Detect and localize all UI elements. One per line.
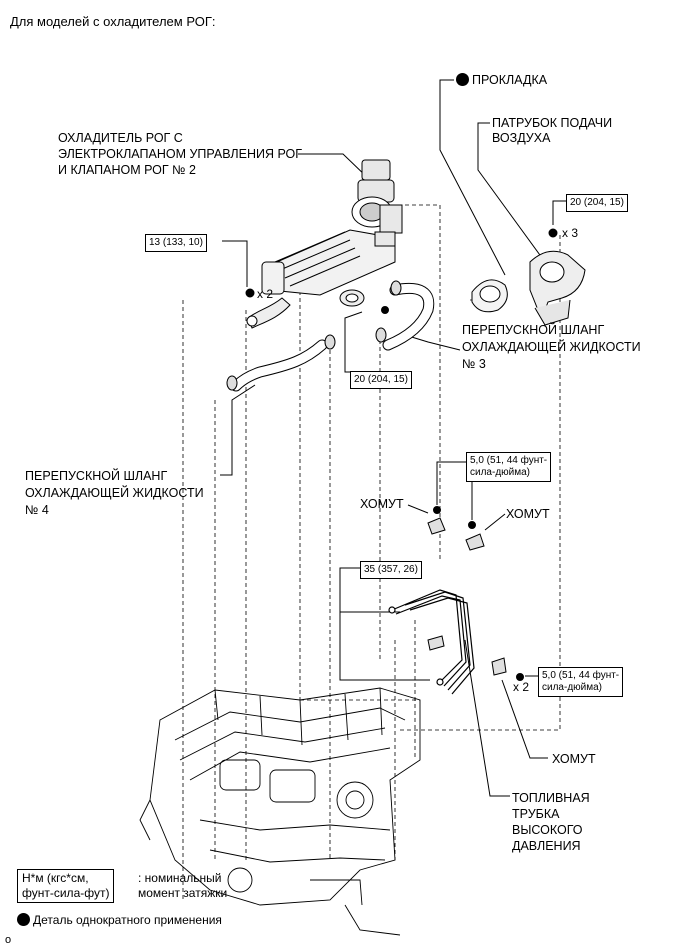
- leader-t50-top: [436, 461, 473, 520]
- hose-clamps: [226, 280, 402, 391]
- torque-5-top-line1: 5,0 (51, 44 фунт-: [470, 455, 548, 466]
- legend-desc-1: : номинальный: [138, 871, 222, 885]
- hose3-label-3: № 3: [462, 357, 486, 371]
- legend-unit-line1: Н*м (кгс*см,: [22, 871, 89, 885]
- clamp-left-label: ХОМУТ: [360, 497, 404, 511]
- torque-5-right-line1: 5,0 (51, 44 фунт-: [542, 670, 620, 681]
- leader-t20-top: [552, 200, 567, 225]
- egr-cooler: [261, 229, 396, 296]
- leader-cooler: [298, 153, 371, 181]
- torque-35: 35 (357, 26): [360, 561, 422, 579]
- clamp-right-label: ХОМУТ: [506, 507, 550, 521]
- legend-single-use-text: Деталь однократного применения: [33, 913, 222, 927]
- fuel-label-4: ДАВЛЕНИЯ: [512, 839, 581, 853]
- leader-clamp-bottom: [501, 679, 548, 759]
- torque-5-top-line2: сила-дюйма): [470, 467, 530, 478]
- gasket-label-text: ПРОКЛАДКА: [472, 73, 548, 87]
- torque-5-right: 5,0 (51, 44 фунт- сила-дюйма): [538, 667, 624, 697]
- legend-unit-line2: фунт-сила-фут): [22, 886, 110, 900]
- clamp-bottom-label: ХОМУТ: [552, 752, 596, 766]
- fuel-label-3: ВЫСОКОГО: [512, 823, 583, 837]
- single-use-dot-icon: [456, 73, 469, 86]
- egr-cooler-outlet: [246, 297, 291, 329]
- cooler-label-3: И КЛАПАНОМ РОГ № 2: [58, 163, 196, 177]
- leader-intake: [477, 122, 546, 263]
- bolts: [245, 228, 558, 681]
- leader-hose4: [220, 384, 256, 476]
- cooler-label-1: ОХЛАДИТЕЛЬ РОГ С: [58, 131, 183, 145]
- legend-single-use: Деталь однократного применения: [17, 913, 222, 928]
- fuel-clamps: [427, 517, 507, 676]
- leader-t35: [339, 567, 430, 681]
- hose4-label-2: ОХЛАЖДАЮЩЕЙ ЖИДКОСТИ: [25, 486, 204, 500]
- cooler-flange: [339, 289, 365, 307]
- engine-block: [139, 687, 421, 936]
- hose3-label-1: ПЕРЕПУСКНОЙ ШЛАНГ: [462, 323, 605, 337]
- bolt-count-x2-left: x 2: [257, 287, 274, 301]
- leader-t13: [222, 240, 248, 287]
- single-use-dot-icon: [17, 913, 30, 926]
- gasket: [471, 279, 508, 313]
- leader-clamp-right: [484, 513, 506, 531]
- intake-label-1: ПАТРУБОК ПОДАЧИ: [492, 116, 613, 130]
- egr-valve: [351, 159, 403, 247]
- bolt-count-x3: x 3: [562, 226, 579, 240]
- intake-label-2: ВОЗДУХА: [492, 131, 551, 145]
- footer-mark: o: [5, 934, 12, 946]
- torque-13: 13 (133, 10): [145, 234, 207, 252]
- legend-desc-2: момент затяжки: [138, 886, 228, 900]
- fuel-pipes: [388, 589, 475, 695]
- page-header: Для моделей с охладителем РОГ:: [10, 14, 216, 29]
- fuel-label-1: ТОПЛИВНАЯ: [512, 791, 590, 805]
- legend-unit-box: Н*м (кгс*см, фунт-сила-фут): [17, 869, 115, 903]
- cooler-label-2: ЭЛЕКТРОКЛАПАНОМ УПРАВЛЕНИЯ РОГ: [58, 147, 303, 161]
- fuel-label-2: ТРУБКА: [512, 807, 560, 821]
- bolt-count-x2-right: x 2: [513, 680, 530, 694]
- torque-5-top: 5,0 (51, 44 фунт- сила-дюйма): [466, 452, 552, 482]
- hose4-label-1: ПЕРЕПУСКНОЙ ШЛАНГ: [25, 469, 168, 483]
- torque-20-mid: 20 (204, 15): [350, 371, 412, 389]
- leader-clamp-left: [407, 504, 429, 514]
- hose4-label-3: № 4: [25, 503, 49, 517]
- hose3-label-2: ОХЛАЖДАЮЩЕЙ ЖИДКОСТИ: [462, 340, 641, 354]
- gasket-label: ПРОКЛАДКА: [456, 73, 547, 88]
- leader-gasket: [439, 79, 506, 276]
- leader-hose3: [404, 334, 461, 351]
- torque-5-right-line2: сила-дюйма): [542, 682, 602, 693]
- intake-connector: [529, 250, 586, 326]
- torque-20-top: 20 (204, 15): [566, 194, 628, 212]
- leader-fuel: [464, 639, 510, 797]
- leader-t20-mid: [344, 311, 363, 373]
